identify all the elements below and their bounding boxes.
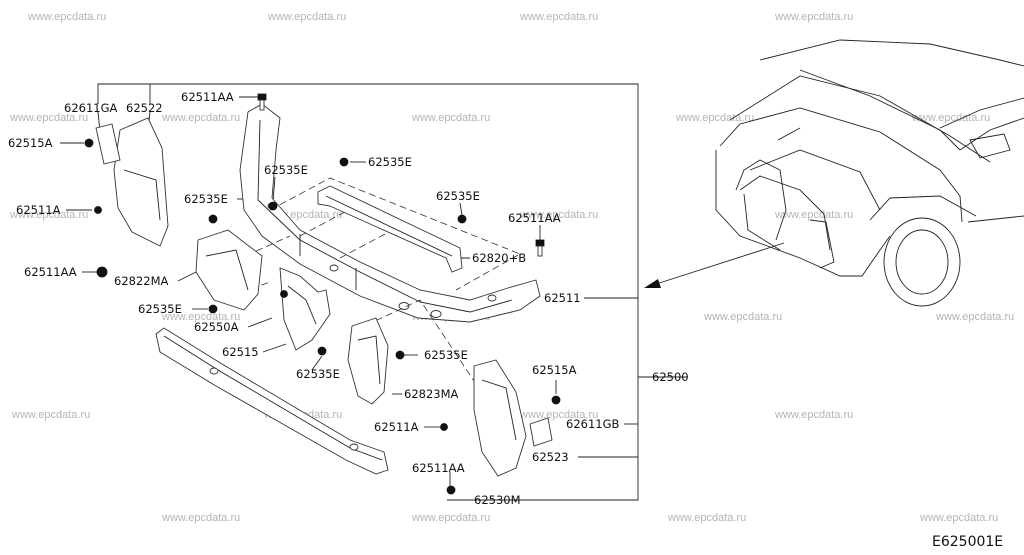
fasteners [84,93,561,495]
clip-icon [268,201,278,211]
part-label-62511AA: 62511AA [508,211,561,225]
watermark: www.epcdata.ru [774,209,853,221]
part-label-62535E: 62535E [296,367,340,381]
clip-icon [457,214,467,224]
watermark: www.epcdata.ru [519,209,598,221]
left-lower-bracket [195,229,263,311]
part-label-62511A: 62511A [374,420,419,434]
clip-icon [446,485,456,495]
watermark: www.epcdata.ru [519,409,598,421]
upper-radiator-support [239,103,541,323]
watermark: www.epcdata.ru [675,112,754,124]
part-label-62522: 62522 [126,101,163,115]
part-label-62515A: 62515A [532,363,577,377]
watermark: www.epcdata.ru [667,512,746,524]
watermark: www.epcdata.ru [161,112,240,124]
part-label-62511AA: 62511AA [24,265,77,279]
center-right-bracket [347,317,389,405]
left-side-bracket [95,117,169,247]
part-label-62515: 62515 [222,345,259,359]
part-label-62611GA: 62611GA [64,101,117,115]
part-label-62822MA: 62822MA [114,274,169,288]
location-arrow [644,242,785,288]
part-label-62523: 62523 [532,450,569,464]
clip-icon [395,350,405,360]
right-side-bracket [473,359,553,477]
part-label-62535E: 62535E [138,302,182,316]
clip-icon [317,346,327,356]
vehicle-outline [715,39,1024,307]
diagram-code: E625001E [932,534,1003,550]
clip-icon [551,395,561,405]
watermark: www.epcdata.ru [9,209,88,221]
part-label-62611GB: 62611GB [566,417,619,431]
watermark: www.epcdata.ru [411,512,490,524]
watermark: www.epcdata.ru [519,11,598,23]
part-labels: 62611GA 62522 62511AA 62515A 62535E 6253… [8,90,689,507]
part-label-62511AA: 62511AA [181,90,234,104]
clip-icon [84,138,94,148]
watermark: www.epcdata.ru [935,311,1014,323]
part-label-62535E: 62535E [368,155,412,169]
watermark: www.epcdata.ru [161,512,240,524]
part-label-62820B: 62820+B [472,251,526,265]
part-label-62530M: 62530M [474,493,521,507]
clip-icon [96,266,108,278]
watermark: www.epcdata.ru [774,409,853,421]
watermark: www.epcdata.ru [27,11,106,23]
part-label-62515A: 62515A [8,136,53,150]
part-label-62535E: 62535E [424,348,468,362]
watermark: www.epcdata.ru [911,112,990,124]
watermarks: www.epcdata.ru www.epcdata.ru www.epcdat… [9,11,1014,524]
watermark: www.epcdata.ru [919,512,998,524]
watermark: www.epcdata.ru [703,311,782,323]
upper-brace [317,185,463,273]
watermark: www.epcdata.ru [11,409,90,421]
watermark: www.epcdata.ru [774,11,853,23]
part-label-62535E: 62535E [184,192,228,206]
part-label-62511: 62511 [544,291,581,305]
clip-icon [208,304,218,314]
part-label-62511A: 62511A [16,203,61,217]
lower-crossmember [155,327,389,475]
assembly-bracket [97,83,688,501]
watermark: www.epcdata.ru [411,112,490,124]
clip-icon [535,239,545,257]
watermark: www.epcdata.ru [9,112,88,124]
clip-icon [257,93,267,111]
clip-icon [280,290,288,298]
watermark: www.epcdata.ru [161,311,240,323]
part-label-62500: 62500 [652,370,689,384]
center-brackets [279,267,331,351]
bolt-icon [440,423,448,431]
clip-icon [339,157,349,167]
part-label-62550A: 62550A [194,320,239,334]
part-label-62535E: 62535E [264,163,308,177]
clip-icon [208,214,218,224]
part-label-62823MA: 62823MA [404,387,459,401]
part-label-62535E: 62535E [436,189,480,203]
bolt-icon [94,206,102,214]
part-label-62511AA: 62511AA [412,461,465,475]
watermark: www.epcdata.ru [267,11,346,23]
